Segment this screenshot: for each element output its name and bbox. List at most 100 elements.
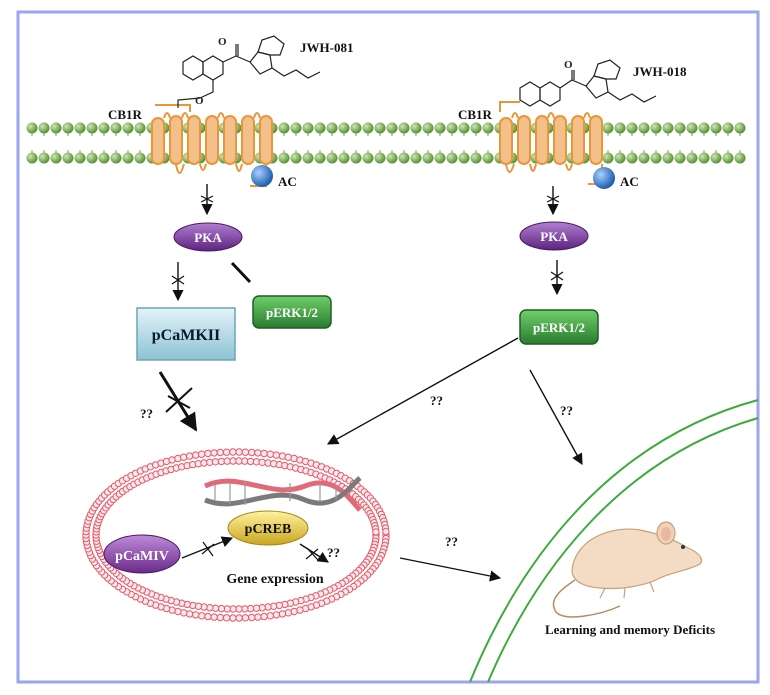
nucleus-bead — [185, 452, 194, 460]
nucleus-bead — [192, 451, 200, 459]
right-ac-label: AC — [620, 174, 639, 189]
nucleus-envelope — [82, 448, 390, 622]
cell-boundary-inner — [487, 417, 759, 683]
nucleus-bead — [372, 528, 380, 536]
lipid-head — [374, 122, 386, 134]
lipid-head — [638, 152, 650, 164]
lipid-head — [410, 122, 422, 134]
left-cb1r-receptor — [151, 104, 273, 187]
left-perk-node — [252, 295, 332, 329]
lipid-head — [434, 122, 446, 134]
lipid-head — [350, 122, 362, 134]
nucleus-bead — [204, 449, 212, 458]
lipid-head — [446, 152, 458, 164]
lipid-head — [74, 152, 86, 164]
lipid-head — [290, 122, 302, 134]
lipid-head — [650, 122, 662, 134]
nucleus-bead — [229, 614, 237, 622]
pcamiv-label: pCaMIV — [115, 549, 169, 564]
nucleus-bead — [260, 449, 268, 458]
left-perk-label: pERK1/2 — [266, 305, 318, 320]
lipid-head — [122, 122, 134, 134]
lipid-head — [122, 152, 134, 164]
nucleus-bead — [216, 613, 225, 622]
lipid-head — [422, 122, 434, 134]
cell-boundary-outer — [469, 399, 759, 683]
lipid-head — [698, 152, 710, 164]
lipid-head — [734, 152, 746, 164]
nucleus-bead — [222, 448, 231, 456]
lipid-head — [74, 122, 86, 134]
creb-gene-block-mark — [305, 547, 319, 561]
nucleus-bead — [235, 614, 243, 622]
lipid-head — [26, 122, 38, 134]
nucleus-outcome-unknown: ?? — [445, 534, 458, 549]
lipid-head — [386, 152, 398, 164]
lipid-head — [338, 152, 350, 164]
nucleus-bead — [222, 614, 231, 622]
right-cb1r-label: CB1R — [458, 107, 493, 122]
lipid-head — [638, 122, 650, 134]
lipid-head — [278, 122, 290, 134]
lipid-head — [686, 152, 698, 164]
nucleus-bead — [272, 451, 280, 459]
lipid-head — [734, 122, 746, 134]
lipid-head — [302, 152, 314, 164]
lipid-head — [722, 152, 734, 164]
jwh-081-ether-o: O — [195, 95, 204, 107]
nucleus-bead — [204, 612, 212, 621]
lipid-head — [86, 152, 98, 164]
lipid-head — [650, 152, 662, 164]
nucleus-bead — [180, 453, 188, 461]
nucleus-bead — [235, 448, 243, 456]
nucleus-bead — [185, 610, 194, 618]
lipid-head — [362, 122, 374, 134]
lipid-head — [86, 122, 98, 134]
jwh-018-carbonyl-o: O — [564, 59, 573, 71]
jwh-081-carbonyl-o: O — [218, 36, 227, 48]
nucleus-bead — [248, 613, 256, 622]
nucleus-bead — [382, 527, 390, 536]
dna-helix-icon — [203, 476, 362, 512]
lipid-head — [470, 152, 482, 164]
lipid-head — [626, 152, 638, 164]
jwh-018-label: JWH-018 — [633, 64, 687, 79]
lipid-head — [50, 122, 62, 134]
left-ac-label: AC — [278, 174, 297, 189]
nucleus-bead — [192, 611, 200, 619]
right-erk-to-nucleus-arrow — [327, 337, 519, 445]
lipid-head — [326, 152, 338, 164]
left-pka-erk-inhibit-line — [230, 261, 252, 284]
right-pka-erk-block-mark — [550, 271, 564, 281]
right-ac-enzyme-icon — [593, 167, 615, 189]
lipid-head — [710, 152, 722, 164]
lipid-head — [626, 122, 638, 134]
left-pcamkii-node — [136, 307, 236, 361]
lipid-head — [662, 152, 674, 164]
gene-expression-label: Gene expression — [226, 572, 324, 587]
right-erk-to-cell-arrow — [529, 369, 583, 465]
jwh-081-structure-icon — [177, 35, 321, 108]
nucleus-bead — [278, 610, 287, 618]
lipid-head — [662, 122, 674, 134]
nucleus-bead — [272, 611, 280, 619]
right-perk-node — [519, 309, 599, 345]
left-cb1r-label: CB1R — [108, 107, 143, 122]
lipid-head — [470, 122, 482, 134]
outcome-label: Learning and memory Deficits — [545, 622, 715, 637]
nucleus-bead — [216, 448, 225, 457]
lipid-head — [26, 152, 38, 164]
nucleus-bead — [248, 448, 256, 457]
left-ac-pka-block-mark — [200, 195, 214, 203]
nucleus-bead — [210, 613, 218, 621]
creb-gene-unknown: ?? — [327, 545, 340, 560]
nucleus-bead — [266, 450, 274, 458]
nucleus-bead — [284, 609, 292, 617]
lipid-head — [674, 152, 686, 164]
lipid-head — [602, 152, 614, 164]
right-erk-cell-unknown: ?? — [560, 403, 573, 418]
lipid-head — [434, 152, 446, 164]
lipid-head — [398, 122, 410, 134]
